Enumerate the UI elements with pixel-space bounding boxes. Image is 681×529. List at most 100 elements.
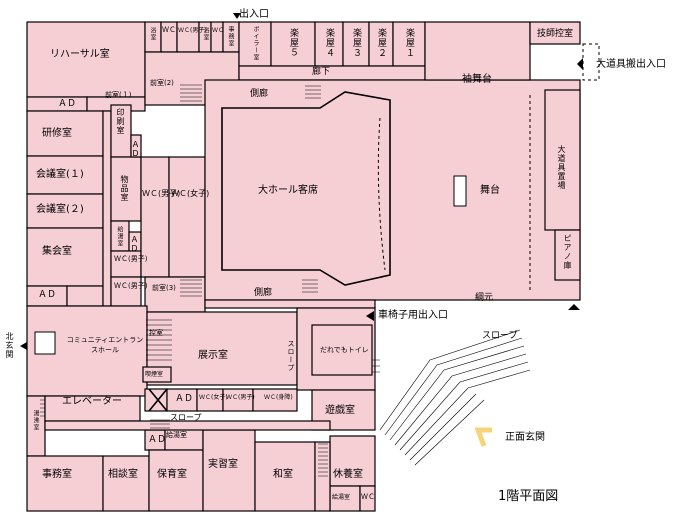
label-prop-entrance: 大道具搬出入口 (596, 59, 666, 70)
corridor-left (102, 110, 112, 307)
ad-box-3 (130, 134, 142, 158)
nursery-room (148, 449, 204, 512)
label-wc-male-3: ＷＣ(男子) (178, 27, 207, 34)
label-ad-4: ＡＤ (130, 235, 139, 253)
label-top-entrance: 出入口 (239, 9, 269, 20)
label-ad-5: ＡＤ (175, 394, 194, 404)
label-antechamber-2: 前室(2) (150, 79, 174, 87)
label-meeting-1: 会議室(１) (36, 169, 84, 180)
label-pantry-1: 給湯室 (116, 226, 123, 247)
consult-room (102, 455, 150, 512)
corridor-top (238, 65, 426, 81)
staircase-lines (40, 84, 380, 477)
label-office: 事務室 (42, 469, 72, 480)
label-play: 遊戯室 (325, 405, 355, 416)
rehearsal-room (26, 21, 146, 98)
label-assembly: 集会室 (42, 246, 72, 257)
label-piano: ピアノ庫 (563, 234, 572, 270)
prop-storage (544, 89, 581, 231)
lower-corridor (44, 420, 331, 431)
label-slope-lower: スロープ (170, 413, 202, 422)
wheelchair-entrance-arrow (366, 311, 374, 321)
label-wc-male-1: ＷＣ(男子) (114, 282, 148, 290)
green-room-4 (314, 21, 344, 67)
label-rehearsal: リハーサル室 (50, 49, 110, 60)
label-rope: 綱元 (475, 293, 494, 303)
wc-disabled (252, 388, 298, 412)
label-consult: 相談室 (108, 469, 138, 480)
smoking-room (142, 366, 172, 383)
wc-1 (110, 250, 142, 278)
label-antechamber-1: 前室(１) (105, 91, 132, 99)
label-ad-1: ＡＤ (58, 99, 77, 109)
piano-storage (554, 229, 581, 281)
label-wc-female-2: ＷＣ(女子) (171, 189, 210, 198)
label-antechamber-3: 前室(3) (152, 284, 176, 292)
green-room-5 (270, 21, 316, 67)
label-front-entrance: 正面玄関 (505, 432, 545, 443)
side-corridor-bottom (204, 299, 376, 309)
prop-entrance-box (582, 43, 600, 81)
label-exhibition: 展示室 (198, 350, 228, 361)
label-practice: 実習室 (208, 459, 238, 470)
label-shower: 浴室 (149, 27, 156, 41)
south-stage-arrow (568, 304, 580, 310)
label-nursery: 保育室 (157, 469, 187, 480)
training-room (26, 110, 104, 157)
label-rest: 休養室 (333, 469, 363, 480)
label-side-corridor-bottom: 側廊 (254, 288, 273, 298)
label-slope-outside: スロープ (482, 331, 518, 341)
japanese-room (254, 441, 316, 512)
wc-female-2 (168, 156, 206, 278)
prop-entrance-arrow (577, 58, 583, 70)
label-japanese: 和室 (273, 469, 293, 480)
label-wc-1: ＷＣ(男子) (114, 255, 148, 263)
label-community: コミュニティエントランスホール (66, 336, 144, 354)
label-universal-toilet: だれでもトイレ (320, 346, 369, 354)
label-wheelchair-entrance: 車椅子用出入口 (378, 310, 448, 321)
label-shower-2: 浴室 (202, 27, 209, 41)
label-staff-small: 事務室 (227, 26, 234, 47)
universal-toilet (311, 324, 373, 376)
label-elevator: エレベーター (62, 396, 122, 407)
green-room-3 (342, 21, 370, 67)
practice-room (202, 429, 256, 512)
proscenium-line (377, 117, 386, 271)
label-wc-2: ＷＣ (162, 26, 176, 34)
green-room-2 (368, 21, 394, 67)
office-room (26, 455, 104, 512)
north-entrance-arrow (20, 342, 27, 350)
label-wc-female-3: ＷＣ (212, 27, 225, 34)
label-ad-6: ＡＤ (148, 435, 167, 445)
label-boiler: ボイラー室 (252, 26, 259, 61)
label-green-4: 楽屋４ (324, 28, 334, 58)
technician-room (529, 21, 581, 45)
stair-lower (314, 441, 331, 512)
label-green-5: 楽屋５ (288, 28, 298, 58)
label-side-corridor-top: 側廊 (250, 89, 269, 99)
label-slope-vertical: スロープ (287, 340, 295, 372)
label-smoking: 喫煙室 (145, 371, 164, 378)
corridor-left-bottom (66, 285, 104, 307)
exhibition-room (146, 311, 298, 386)
label-green-2: 楽屋２ (376, 28, 386, 58)
label-ad-3: ＡＤ (131, 140, 140, 158)
label-wing: 袖舞台 (462, 74, 492, 85)
plan-title: 1階平面図 (498, 489, 559, 504)
top-entrance-arrow (233, 13, 241, 19)
wc-3 (359, 485, 376, 512)
label-storage: 物品室 (120, 175, 129, 202)
wing-stage-top (424, 21, 531, 81)
label-corridor: 廊下 (312, 67, 331, 77)
label-print: 印刷室 (116, 108, 125, 135)
label-ad-2: ＡＤ (38, 290, 57, 300)
label-hot-water: 湯沸室 (32, 410, 39, 431)
label-main-hall: 大ホール客席 (258, 185, 318, 196)
label-prop-store: 大道具置場 (557, 145, 566, 190)
label-meeting-2: 会議室(２) (36, 204, 84, 215)
label-stage: 舞台 (480, 185, 500, 196)
assembly-room (26, 227, 104, 287)
stage-lift (453, 175, 467, 207)
label-green-3: 楽屋３ (351, 28, 361, 58)
